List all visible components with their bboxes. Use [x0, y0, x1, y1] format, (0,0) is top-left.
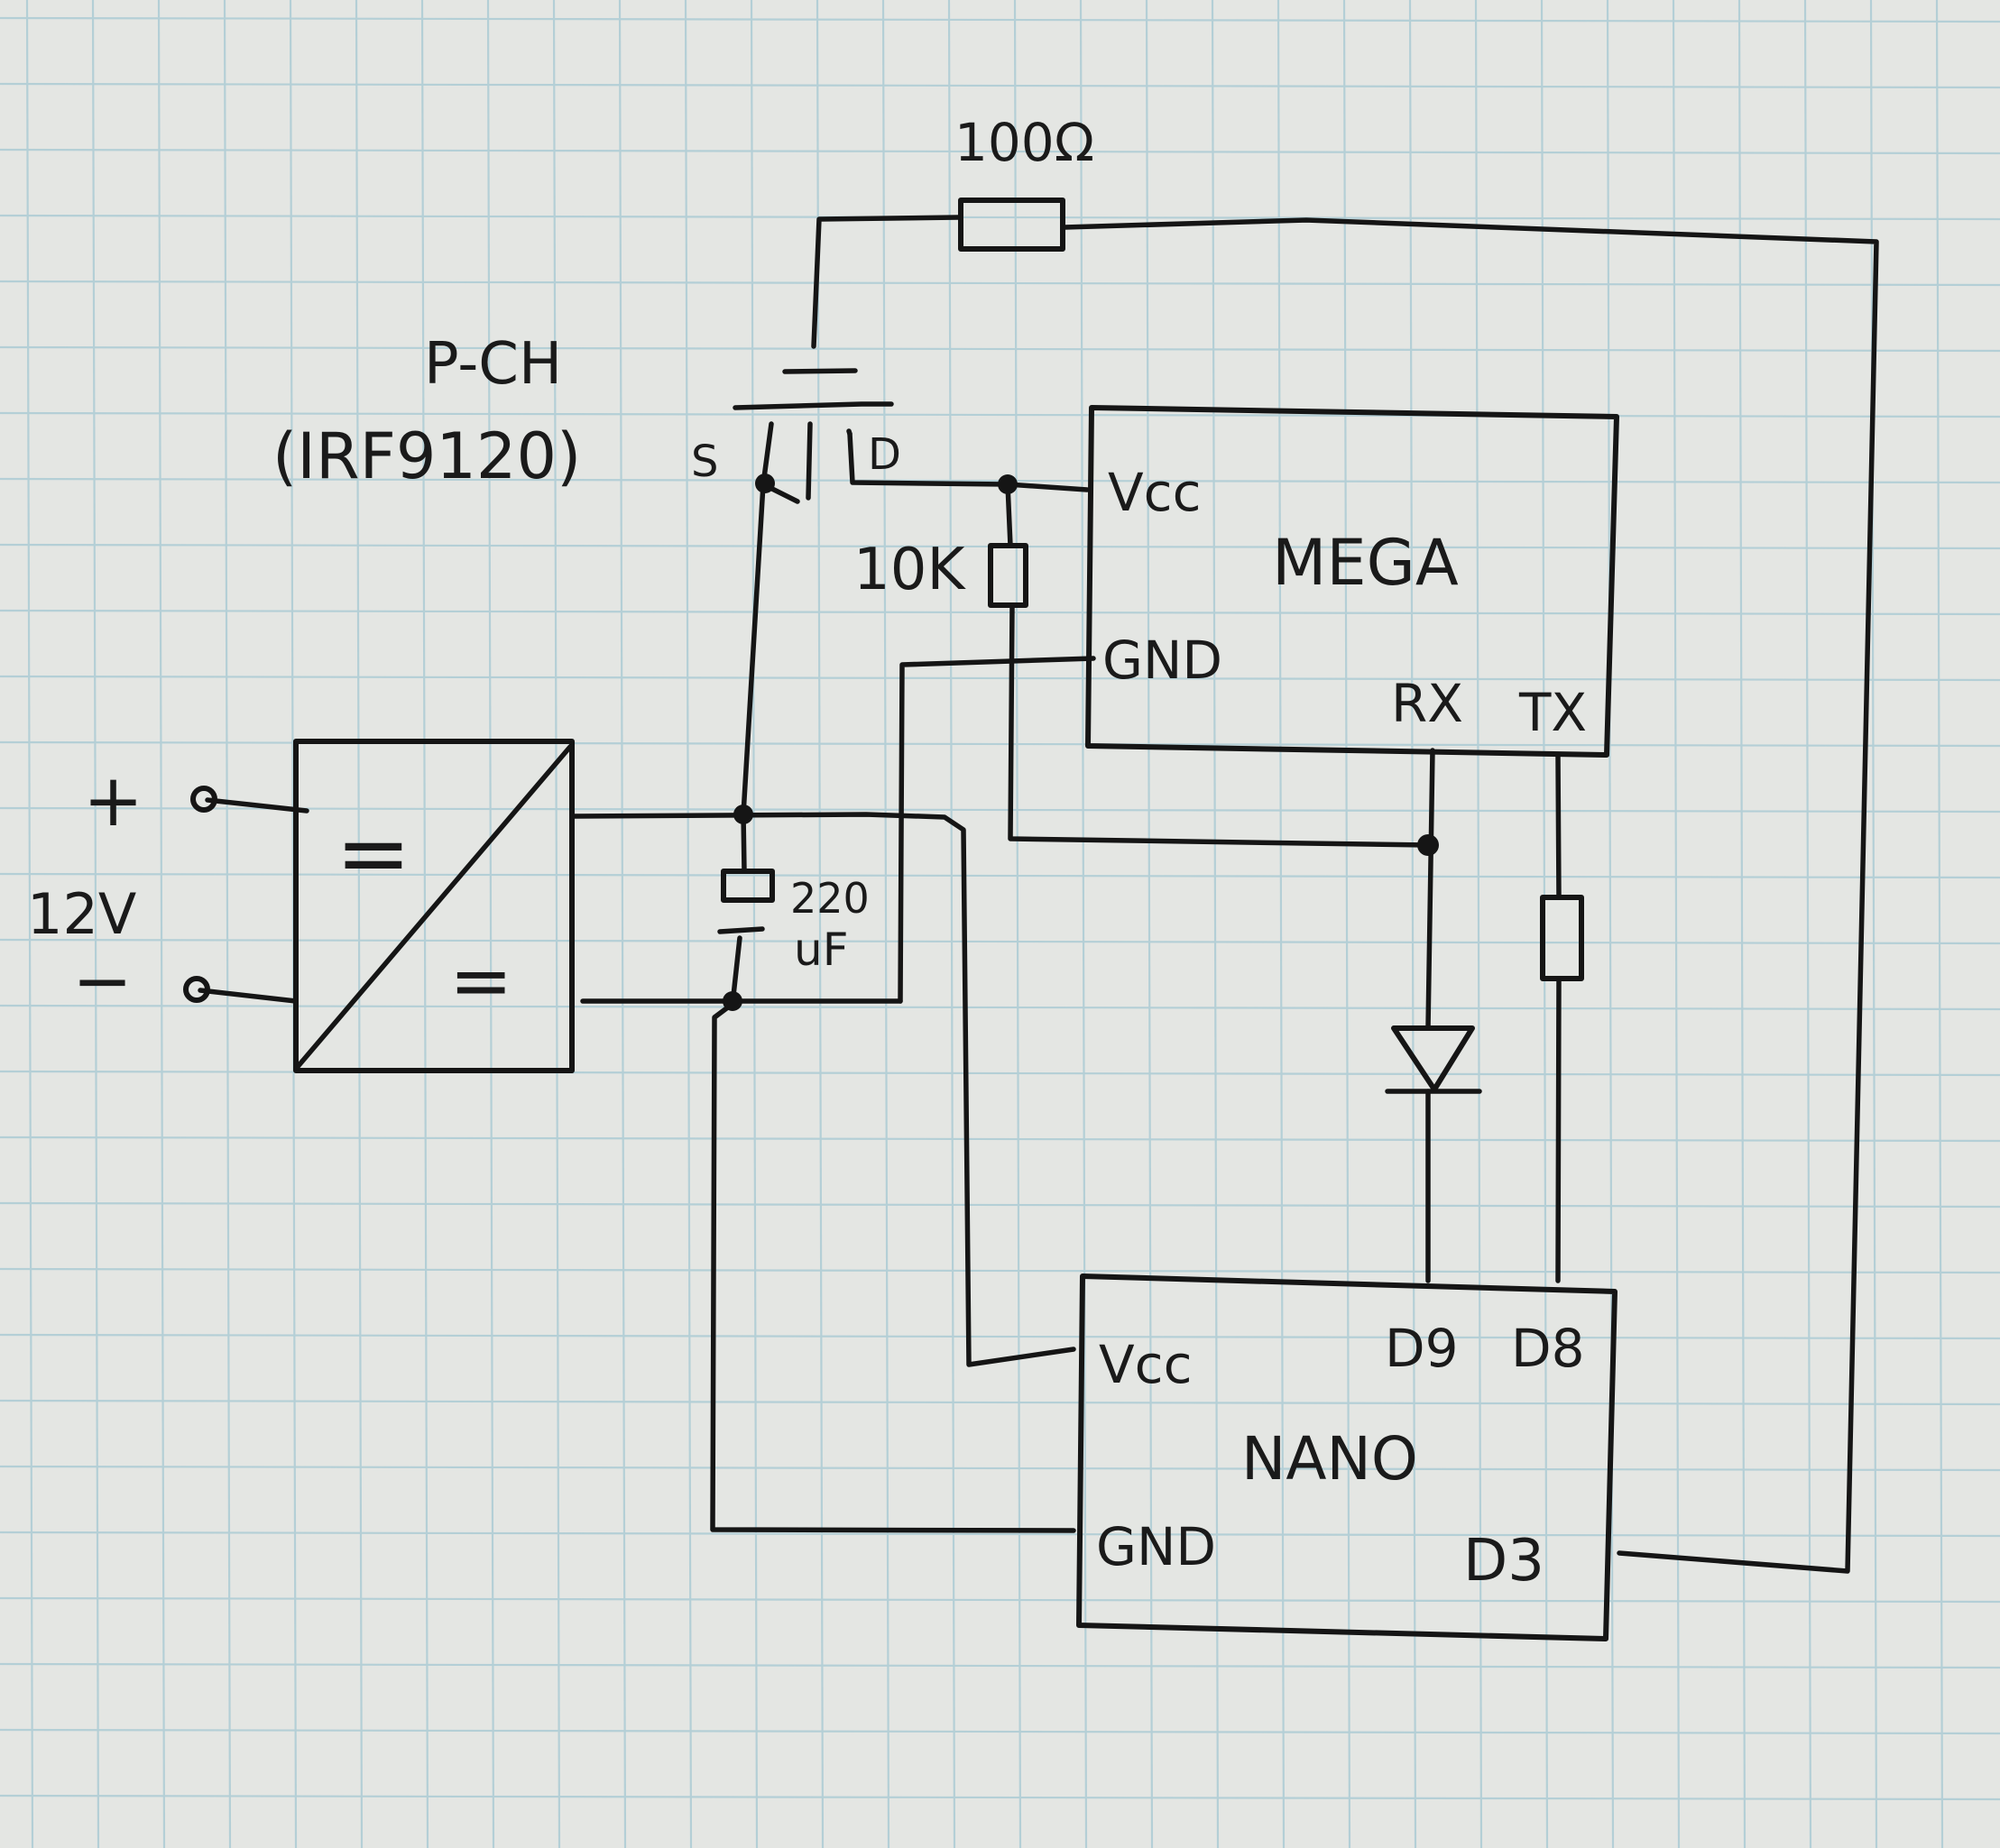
diode	[1385, 1025, 1482, 1094]
label-supply-minus: −	[72, 939, 133, 1023]
nano-pin-d8: D8	[1511, 1318, 1585, 1379]
label-converter-in: =	[336, 800, 411, 906]
mega-title: MEGA	[1272, 526, 1459, 600]
nano-title: NANO	[1241, 1424, 1418, 1494]
wire-drain	[847, 431, 1090, 492]
wire-resistor-d8	[1555, 976, 1562, 1283]
label-supply-plus: +	[83, 759, 143, 842]
resistor-10k	[988, 543, 1028, 608]
wire-source	[741, 482, 766, 817]
terminal-plus	[190, 786, 217, 813]
label-supply-voltage: 12V	[27, 881, 136, 947]
nano-pin-gnd: GND	[1096, 1516, 1216, 1577]
label-mosfet-drain: D	[868, 429, 901, 480]
label-capacitor-value: 220	[790, 874, 870, 923]
label-resistor-100: 100Ω	[954, 112, 1094, 173]
wire-gnd-to-mega	[898, 656, 1096, 1004]
dc-dc-converter	[293, 739, 575, 1073]
label-mosfet-source: S	[691, 437, 718, 487]
mega-board	[1085, 405, 1619, 758]
wire-output-plus	[571, 812, 1076, 1367]
label-capacitor-unit: uF	[794, 924, 848, 976]
resistor-100-ohm	[958, 198, 1065, 252]
nano-pin-d3: D3	[1463, 1528, 1544, 1595]
mega-pin-rx: RX	[1391, 673, 1463, 734]
label-resistor-10k: 10K	[853, 537, 966, 603]
capacitor-220uf	[717, 869, 775, 934]
nano-pin-vcc: Vcc	[1099, 1334, 1192, 1395]
nano-board	[1076, 1273, 1618, 1641]
wire-10k-top	[1005, 482, 1013, 548]
wire-input-plus	[205, 797, 309, 814]
nano-pin-d9: D9	[1385, 1318, 1459, 1379]
wires	[198, 215, 1879, 1574]
wire-rx-diode	[1425, 748, 1435, 1031]
terminal-minus	[183, 976, 210, 1003]
wire-10k-bottom	[1008, 603, 1431, 848]
mega-pin-vcc: Vcc	[1108, 462, 1201, 523]
label-converter-out: =	[449, 936, 512, 1025]
wire-gnd-to-nano	[710, 1001, 1076, 1533]
wire-tx-resistor	[1555, 753, 1562, 900]
wire-100r-to-d3	[1062, 217, 1879, 1574]
mega-pin-tx: TX	[1518, 682, 1587, 743]
label-mosfet-part: (IRF9120)	[272, 419, 581, 493]
label-mosfet-type: P-CH	[424, 331, 562, 398]
wire-gate-to-100r	[811, 215, 961, 349]
junctions	[723, 473, 1439, 1011]
wire-input-minus	[198, 988, 299, 1004]
resistor-tx	[1540, 895, 1584, 981]
mega-pin-gnd: GND	[1102, 630, 1222, 691]
